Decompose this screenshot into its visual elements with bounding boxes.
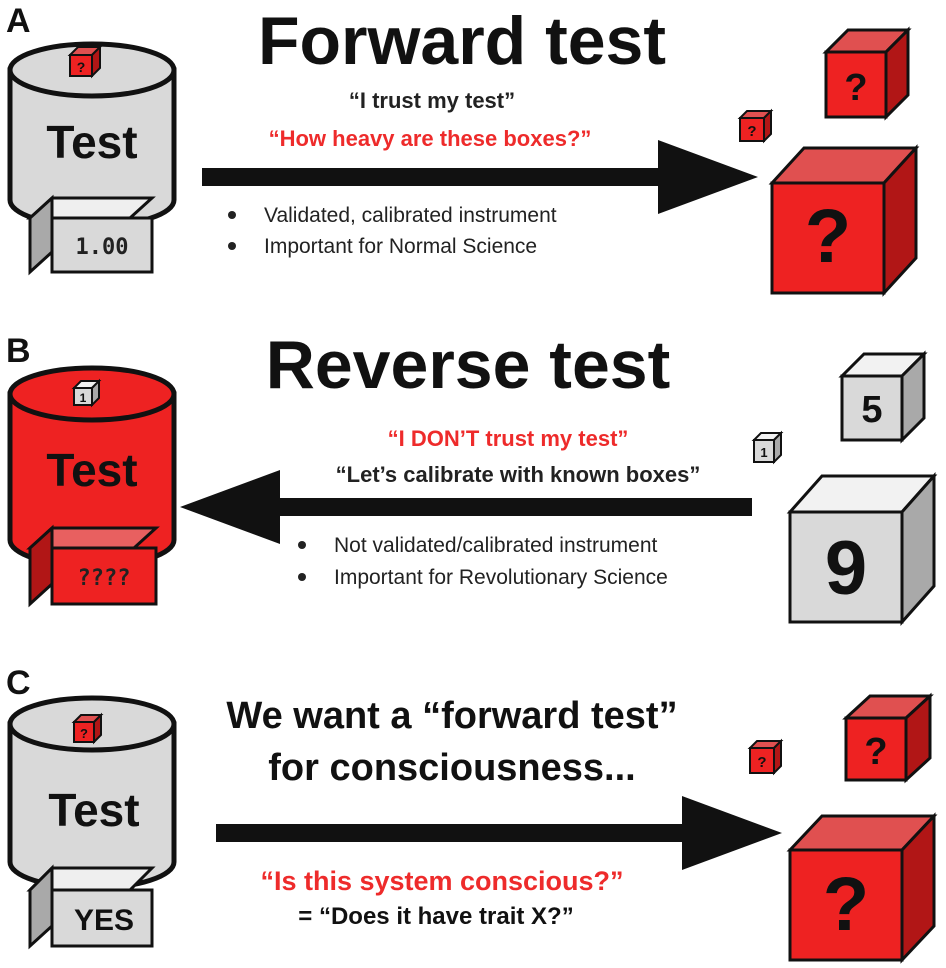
panel-c-cube-tiny: ? xyxy=(747,738,784,776)
panel-c-letter: C xyxy=(6,664,31,702)
panel-c-title-line2: for consciousness... xyxy=(268,747,635,789)
panel-a-cube-large: ? xyxy=(768,144,920,297)
panel-c-cube-large: ? xyxy=(786,812,938,964)
panel-b: B Reverse test Test 1 ???? “I DON’T trus… xyxy=(6,327,938,626)
panel-c-title-line1: We want a “forward test” xyxy=(226,695,677,737)
panel-a-quote-black: “I trust my test” xyxy=(349,88,515,113)
panel-c-cube-medium: ? xyxy=(842,692,934,784)
panel-c-cube-tiny-symbol: ? xyxy=(757,754,766,771)
panel-b-test-label: Test xyxy=(46,444,137,496)
panel-a-test-label: Test xyxy=(46,116,137,168)
panel-c-test-label: Test xyxy=(48,784,139,836)
panel-b-reverse-arrow xyxy=(180,470,752,544)
panel-c-test-cylinder: Test xyxy=(7,695,177,891)
panel-b-quote-red: “I DON’T trust my test” xyxy=(388,426,629,451)
panel-c-cylinder-cube-symbol: ? xyxy=(80,726,88,741)
panel-b-test-cylinder: Test xyxy=(7,365,177,569)
panel-c-forward-arrow xyxy=(216,796,782,870)
panel-b-quote-black: “Let’s calibrate with known boxes” xyxy=(336,462,701,487)
panel-c-quote-black: = “Does it have trait X?” xyxy=(298,903,573,930)
panel-b-readout: ???? xyxy=(78,566,131,591)
panel-c-cylinder-cube-icon: ? xyxy=(71,712,104,745)
panel-a-cylinder-cube-icon: ? xyxy=(67,44,103,79)
panel-a-cube-tiny-symbol: ? xyxy=(747,123,756,140)
panel-b-cylinder-cube-icon: 1 xyxy=(71,378,102,408)
panel-b-bullet-2: Important for Revolutionary Science xyxy=(334,566,668,589)
panel-c-readout: YES xyxy=(74,904,134,937)
panel-b-cylinder-cube-label: 1 xyxy=(80,391,87,405)
panel-a-bullet-list: Validated, calibrated instrument Importa… xyxy=(228,204,557,258)
panel-a-readout: 1.00 xyxy=(76,235,129,260)
panel-c-cube-large-symbol: ? xyxy=(823,862,869,947)
panel-c-readout-box: YES xyxy=(26,864,156,950)
panel-b-letter: B xyxy=(6,332,31,370)
panel-a-quote-red: “How heavy are these boxes?” xyxy=(269,126,592,151)
panel-b-title: Reverse test xyxy=(266,327,670,403)
panel-a-cube-medium: ? xyxy=(822,26,912,121)
panel-b-cube-medium: 5 xyxy=(838,350,928,444)
panel-b-cube-medium-label: 5 xyxy=(861,389,882,431)
panel-a-bullet-2: Important for Normal Science xyxy=(264,235,537,258)
panel-b-bullet-1: Not validated/calibrated instrument xyxy=(334,534,658,557)
panel-a: A Forward test Test ? 1.00 “I trust my t… xyxy=(6,2,920,297)
panel-b-bullet-list: Not validated/calibrated instrument Impo… xyxy=(298,534,668,589)
panel-a-bullet-1: Validated, calibrated instrument xyxy=(264,204,557,227)
panel-a-cube-medium-symbol: ? xyxy=(844,67,867,109)
panel-c-cube-medium-symbol: ? xyxy=(864,731,887,773)
panel-b-cube-tiny: 1 xyxy=(751,430,784,465)
panel-a-title: Forward test xyxy=(258,3,666,79)
panel-a-forward-arrow xyxy=(202,140,758,214)
panel-b-cube-large-label: 9 xyxy=(825,526,867,611)
panel-a-cube-large-symbol: ? xyxy=(805,194,851,279)
panel-a-cube-tiny: ? xyxy=(737,108,774,144)
panel-b-cube-tiny-label: 1 xyxy=(760,445,767,460)
panel-c-quote-red: “Is this system conscious?” xyxy=(260,866,623,896)
panel-b-readout-box: ???? xyxy=(26,524,160,608)
panel-c: C We want a “forward test” for conscious… xyxy=(6,664,938,964)
panel-a-readout-box: 1.00 xyxy=(26,194,156,276)
panel-b-cube-large: 9 xyxy=(786,472,938,626)
panel-a-letter: A xyxy=(6,2,31,40)
panel-a-cylinder-cube-symbol: ? xyxy=(77,59,86,75)
